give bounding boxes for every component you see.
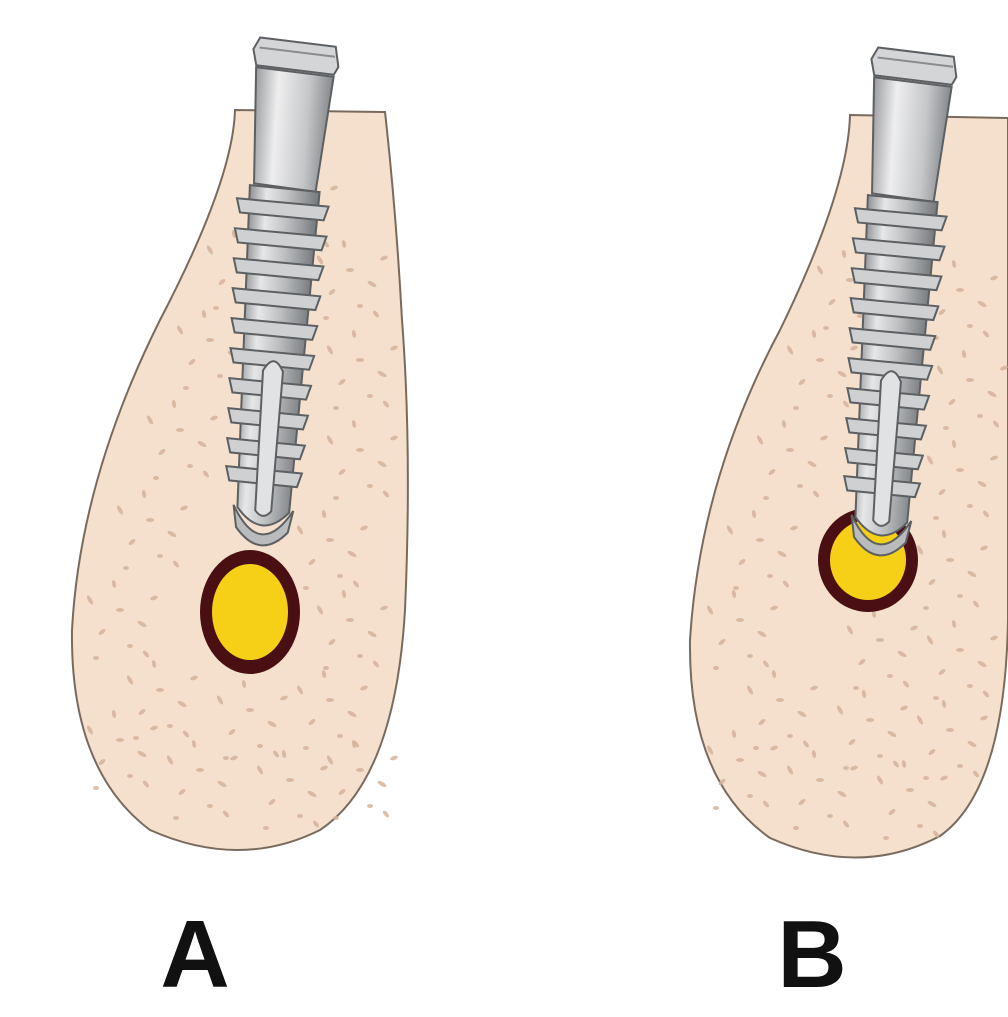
panel-b (690, 47, 1008, 858)
nerve-canal-a (200, 550, 300, 674)
panel-a (72, 37, 408, 850)
panel-label-b: B (742, 900, 882, 1010)
panel-label-a: A (125, 900, 265, 1010)
